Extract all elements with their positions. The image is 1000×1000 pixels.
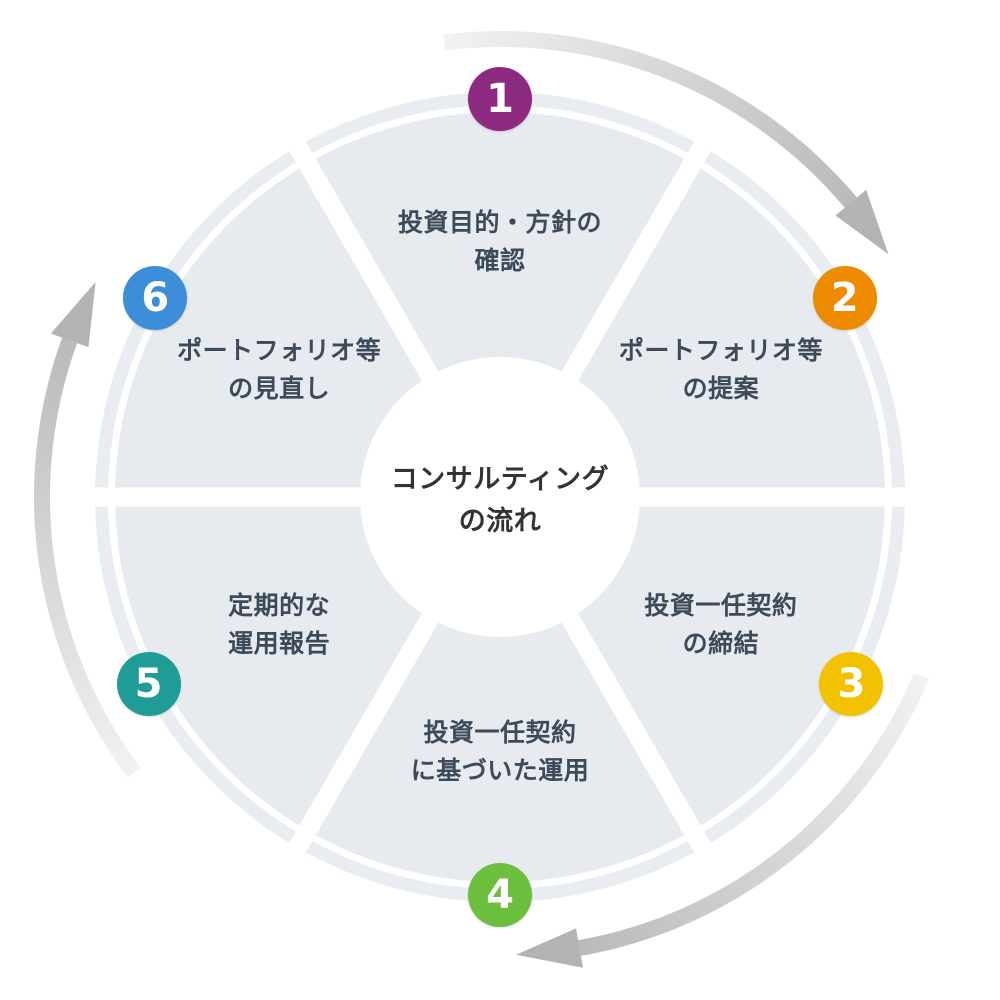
step-4-label-line-2: に基づいた運用 — [410, 756, 590, 785]
step-3-label-line-1: 投資一任契約 — [644, 590, 798, 620]
step-2-badge: 2 — [812, 266, 877, 330]
cycle-arrow-2-head — [515, 928, 583, 968]
step-4-segment — [307, 497, 693, 883]
step-1-label-line-1: 投資目的・方針の — [397, 208, 603, 237]
center-label-line-1: コンサルティング — [390, 464, 610, 495]
step-2-label-line-2: の提案 — [682, 373, 760, 403]
step-3-badge: 3 — [819, 651, 884, 716]
step-3-label-line-2: の締結 — [682, 628, 760, 658]
step-2-label: ポートフォリオ等 の提案 — [619, 332, 823, 408]
cycle-arrow-2 — [578, 672, 929, 956]
cycle-arrow-3-head — [50, 281, 96, 348]
step-1-segment — [307, 111, 693, 497]
step-6-label-line-2: の見直し — [228, 373, 331, 403]
step-4-badge: 4 — [468, 863, 532, 927]
step-3-label: 投資一任契約 の締結 — [644, 587, 797, 663]
step-2-label-line-1: ポートフォリオ等 — [618, 335, 823, 365]
cycle-arrow-3 — [34, 337, 141, 778]
step-1-label: 投資目的・方針の 確認 — [398, 204, 602, 280]
step-5-label-line-2: 運用報告 — [228, 628, 331, 658]
center-label: コンサルティング の流れ — [391, 459, 609, 543]
cycle-arrow-1 — [443, 31, 857, 208]
cycle-arrow-1-head — [835, 189, 889, 255]
step-5-label-line-1: 定期的な — [228, 590, 331, 620]
step-4-label-line-1: 投資一任契約 — [423, 718, 577, 747]
step-6-label: ポートフォリオ等 の見直し — [177, 332, 381, 408]
center-label-line-2: の流れ — [458, 506, 542, 537]
step-5-label: 定期的な 運用報告 — [228, 587, 330, 663]
step-6-badge: 6 — [123, 266, 188, 330]
step-5-badge: 5 — [116, 651, 181, 716]
step-4-label: 投資一任契約 に基づいた運用 — [411, 714, 590, 790]
center-disk — [360, 357, 640, 637]
step-1-badge: 1 — [468, 67, 532, 131]
step-6-label-line-1: ポートフォリオ等 — [177, 335, 382, 365]
step-1-label-line-2: 確認 — [474, 246, 526, 275]
